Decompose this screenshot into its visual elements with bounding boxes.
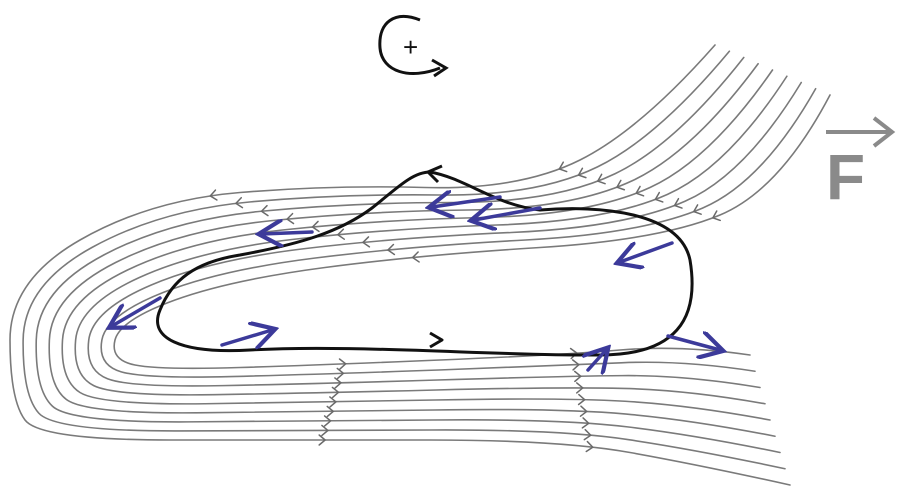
streamline-arrow: [336, 228, 346, 240]
streamline-arrow: [615, 179, 626, 191]
vector-arrow: [588, 350, 606, 370]
streamline-arrow: [569, 347, 579, 360]
force-arrow: [826, 116, 896, 148]
orientation-symbol: +: [378, 15, 449, 78]
streamline-arrow: [692, 204, 702, 215]
counterclockwise-arrow-icon: [378, 15, 441, 76]
streamline-arrow: [411, 251, 420, 263]
streamline-arrow: [260, 204, 269, 217]
streamline-arrow: [585, 440, 594, 453]
streamline-arrow: [575, 382, 584, 394]
loop-direction-arrow-top: [426, 164, 443, 184]
vector-arrow: [620, 241, 674, 262]
streamline-arrow: [361, 236, 371, 248]
vector-arrow: [666, 336, 720, 350]
streamline-arrow: [579, 405, 588, 417]
vector-arrow: [220, 330, 272, 345]
orientation-sign: +: [403, 32, 418, 62]
streamline-arrow: [338, 358, 347, 370]
field-vectors: [112, 197, 720, 370]
streamline-arrow: [234, 196, 244, 209]
streamline-arrow: [336, 367, 345, 380]
vector-arrow: [474, 208, 542, 220]
streamline: [35, 56, 781, 454]
streamline: [48, 62, 776, 438]
streamline-arrow: [581, 417, 590, 429]
streamline: [100, 87, 817, 378]
streamline-arrow: [318, 434, 327, 446]
streamline: [9, 44, 791, 486]
vector-arrow: [262, 232, 314, 234]
streamline-arrow: [285, 212, 295, 225]
streamline-arrow: [596, 173, 606, 185]
streamline-arrow: [386, 243, 396, 256]
streamline-arrow: [577, 167, 587, 179]
streamline-arrow: [323, 415, 332, 427]
streamline-arrow: [635, 185, 645, 197]
streamline-arrow: [577, 393, 586, 406]
streamline-arrow: [329, 396, 338, 408]
streamline: [87, 81, 803, 389]
vector-arrow: [112, 296, 162, 326]
streamline-arrow: [321, 424, 330, 437]
streamline-arrow: [711, 210, 722, 222]
streamline-arrow: [558, 161, 568, 173]
vector-arrow: [432, 197, 502, 207]
streamline-arrow: [571, 359, 581, 371]
streamline-arrow: [573, 370, 582, 383]
streamline: [74, 75, 788, 405]
streamline: [22, 50, 786, 470]
loop-direction-arrow-bottom: [429, 331, 444, 349]
streamline: [61, 69, 774, 421]
force-label: F: [826, 141, 866, 213]
streamline-arrow: [331, 386, 340, 399]
streamline-arrow: [654, 191, 664, 203]
streamlines: [9, 44, 831, 486]
streamline-arrow: [334, 377, 343, 389]
streamline-arrow: [209, 189, 218, 201]
streamline-arrow: [311, 220, 320, 233]
streamline: [113, 94, 831, 370]
streamline-arrow: [326, 405, 335, 418]
closed-curve: [156, 170, 694, 357]
streamline-arrow: [583, 428, 592, 441]
streamline-arrow: [673, 197, 683, 209]
